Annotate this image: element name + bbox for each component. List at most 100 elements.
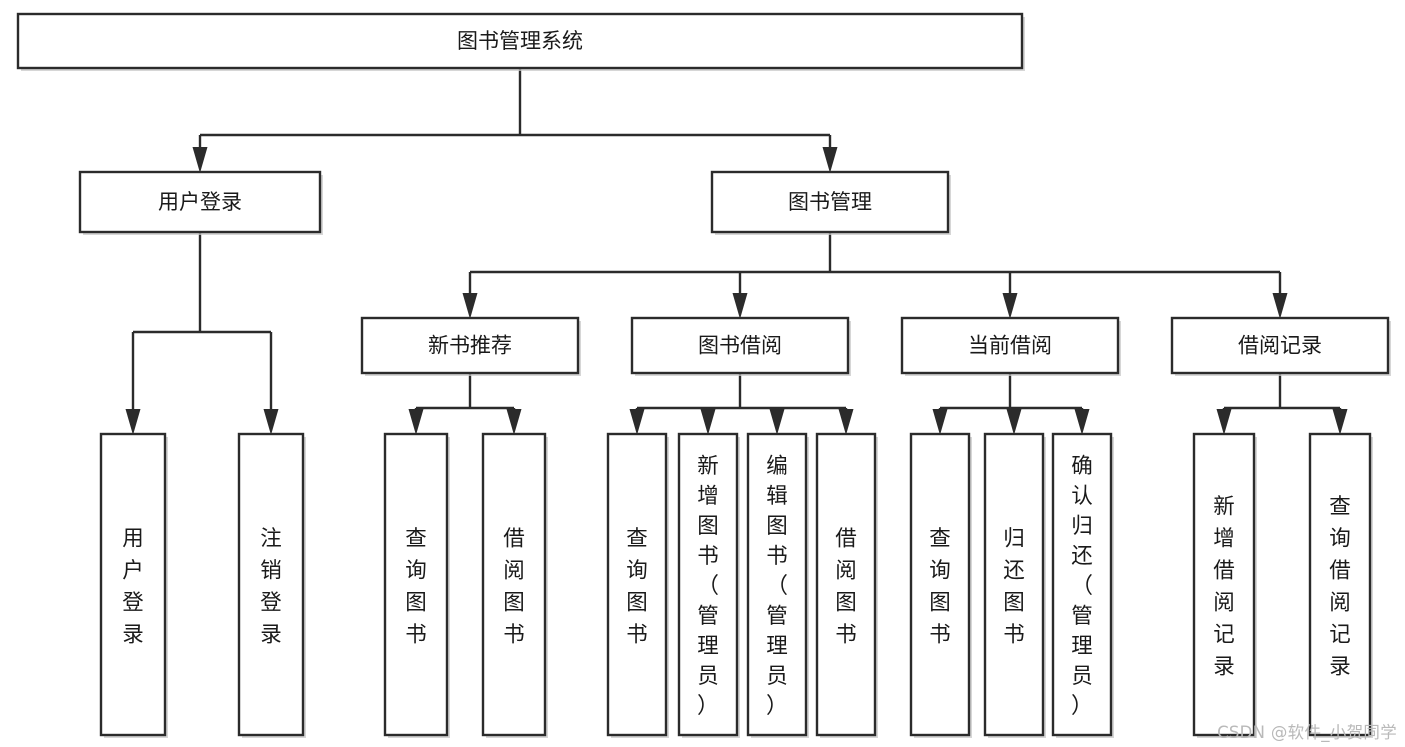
node-label-char: 注 <box>260 526 282 551</box>
node-label-char: 查 <box>405 526 427 551</box>
node-label-char: 增 <box>1213 526 1235 551</box>
node-borrow-record[interactable]: 借阅记录 <box>1170 316 1391 376</box>
node-label-char: （ <box>766 574 788 599</box>
node-label-char: 阅 <box>503 558 525 583</box>
node-rect[interactable] <box>606 432 668 737</box>
node-label-char: 询 <box>1329 526 1351 551</box>
connector-group <box>192 68 838 173</box>
node-rect[interactable] <box>983 432 1045 737</box>
node-user-login[interactable]: 用户登录 <box>78 170 323 235</box>
node-label-char: 图 <box>929 590 951 615</box>
node-rect[interactable] <box>99 432 167 737</box>
node-leaf-add-book[interactable]: 新增图书（管理员） <box>677 432 740 738</box>
arrowhead-icon <box>408 409 424 435</box>
node-label-char: 阅 <box>1329 590 1351 615</box>
node-rect[interactable] <box>630 316 850 375</box>
node-rect[interactable] <box>746 432 808 737</box>
node-leaf-query-book-1[interactable]: 查询图书 <box>383 432 450 738</box>
node-new-book-rec[interactable]: 新书推荐 <box>360 316 581 376</box>
node-label-char: 认 <box>1071 484 1093 509</box>
node-label-char: 借 <box>1213 558 1235 583</box>
arrowhead-icon <box>192 147 208 173</box>
node-label-char: 查 <box>626 526 648 551</box>
node-leaf-return-book[interactable]: 归还图书 <box>983 432 1046 738</box>
node-label-char: 书 <box>1003 622 1025 647</box>
node-label-char: 图 <box>835 590 857 615</box>
node-rect[interactable] <box>900 316 1120 375</box>
node-rect[interactable] <box>1051 432 1113 737</box>
node-label-char: 管 <box>697 604 719 629</box>
node-label-char: 增 <box>697 484 719 509</box>
node-label: 借阅图书 <box>503 526 525 647</box>
node-book-borrow[interactable]: 图书借阅 <box>630 316 851 376</box>
node-label-char: 录 <box>260 622 282 647</box>
node-label-char: 员 <box>697 664 719 689</box>
node-rect[interactable] <box>360 316 580 375</box>
connector-layer <box>125 68 1348 435</box>
node-rect[interactable] <box>1192 432 1256 737</box>
node-leaf-borrow-book-2[interactable]: 借阅图书 <box>815 432 878 738</box>
node-label-char: 新 <box>1213 494 1235 519</box>
node-leaf-add-record[interactable]: 新增借阅记录 <box>1192 432 1257 738</box>
node-rect[interactable] <box>1170 316 1390 375</box>
node-label: 新书推荐 <box>428 334 512 358</box>
arrowhead-icon <box>932 409 948 435</box>
node-rect[interactable] <box>16 12 1024 70</box>
node-rect[interactable] <box>815 432 877 737</box>
node-label-char: 借 <box>503 526 525 551</box>
node-label-char: 录 <box>1213 654 1235 679</box>
node-rect[interactable] <box>677 432 739 737</box>
node-label-char: （ <box>1071 574 1093 599</box>
node-label: 图书借阅 <box>698 334 782 358</box>
node-label-char: 确 <box>1071 454 1093 479</box>
node-label-char: 查 <box>929 526 951 551</box>
node-label-char: 图 <box>503 590 525 615</box>
node-label: 查询借阅记录 <box>1329 494 1351 679</box>
node-label-char: 查 <box>1329 494 1351 519</box>
node-label-char: 图 <box>1003 590 1025 615</box>
node-label-char: 用 <box>122 526 144 551</box>
node-label-char: 询 <box>929 558 951 583</box>
node-label-char: 登 <box>260 590 282 615</box>
node-label-char: ） <box>1071 694 1093 719</box>
node-label: 当前借阅 <box>968 334 1052 358</box>
node-leaf-query-book-3[interactable]: 查询图书 <box>909 432 972 738</box>
node-label: 归还图书 <box>1003 526 1025 647</box>
node-label-char: 管 <box>1071 604 1093 629</box>
node-leaf-query-book-2[interactable]: 查询图书 <box>606 432 669 738</box>
node-current-borrow[interactable]: 当前借阅 <box>900 316 1121 376</box>
node-leaf-borrow-book-1[interactable]: 借阅图书 <box>481 432 548 738</box>
node-leaf-edit-book[interactable]: 编辑图书（管理员） <box>746 432 809 738</box>
node-leaf-user-login[interactable]: 用户登录 <box>99 432 168 738</box>
node-label-char: 员 <box>1071 664 1093 689</box>
node-rect[interactable] <box>78 170 322 234</box>
node-leaf-query-record[interactable]: 查询借阅记录 <box>1308 432 1373 738</box>
node-label: 查询图书 <box>929 526 951 647</box>
node-rect[interactable] <box>710 170 950 234</box>
node-label-char: 理 <box>1071 634 1093 659</box>
node-label-char: ） <box>697 694 719 719</box>
arrowhead-icon <box>263 409 279 435</box>
node-rect[interactable] <box>909 432 971 737</box>
node-label-char: 还 <box>1003 558 1025 583</box>
node-label-char: 书 <box>503 622 525 647</box>
node-label: 借阅记录 <box>1238 334 1322 358</box>
node-leaf-logout[interactable]: 注销登录 <box>237 432 306 738</box>
node-book-manage[interactable]: 图书管理 <box>710 170 951 235</box>
node-rect[interactable] <box>1308 432 1372 737</box>
arrowhead-icon <box>629 409 645 435</box>
node-rect[interactable] <box>383 432 449 737</box>
node-leaf-confirm-return[interactable]: 确认归还（管理员） <box>1051 432 1114 738</box>
node-label-char: 图 <box>766 514 788 539</box>
node-root[interactable]: 图书管理系统 <box>16 12 1025 71</box>
node-label-char: 阅 <box>1213 590 1235 615</box>
node-label-char: 辑 <box>766 484 788 509</box>
connector-group <box>1216 373 1348 435</box>
node-rect[interactable] <box>481 432 547 737</box>
node-rect[interactable] <box>237 432 305 737</box>
node-label-char: ） <box>766 694 788 719</box>
node-label-char: 户 <box>122 558 144 583</box>
node-label: 用户登录 <box>158 190 242 214</box>
